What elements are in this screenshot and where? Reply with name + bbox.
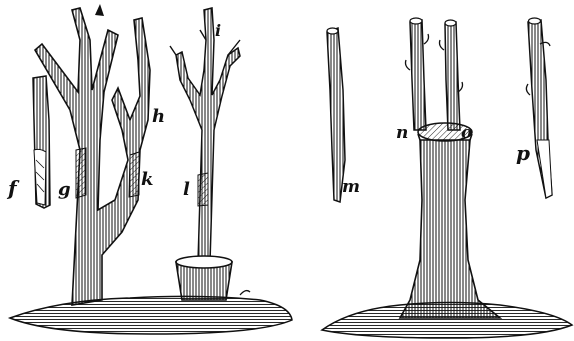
label-g: g bbox=[58, 179, 71, 200]
label-k: k bbox=[141, 169, 153, 190]
label-h: h bbox=[152, 106, 165, 127]
label-l: l bbox=[183, 179, 190, 200]
graft-cut-k bbox=[129, 152, 139, 197]
potted-tree-il bbox=[170, 8, 250, 300]
graft-cut-g bbox=[76, 148, 86, 198]
left-scene: f g h i k l bbox=[6, 4, 292, 334]
ground-mound-left bbox=[10, 296, 292, 334]
stock-tree-gk bbox=[35, 4, 150, 305]
scion-n bbox=[410, 20, 426, 130]
label-n: n bbox=[396, 123, 408, 143]
scion-m bbox=[327, 28, 345, 202]
graft-cut-l bbox=[198, 173, 208, 206]
label-p: p bbox=[516, 141, 530, 165]
scion-o bbox=[445, 22, 460, 130]
label-m: m bbox=[342, 177, 360, 197]
scion-f bbox=[33, 76, 50, 208]
label-o: o bbox=[461, 123, 472, 143]
cleft-graft-stump bbox=[400, 18, 500, 318]
scion-p bbox=[526, 18, 552, 198]
label-f: f bbox=[6, 176, 20, 200]
label-i: i bbox=[215, 21, 221, 40]
right-scene: m n o p bbox=[322, 18, 572, 338]
